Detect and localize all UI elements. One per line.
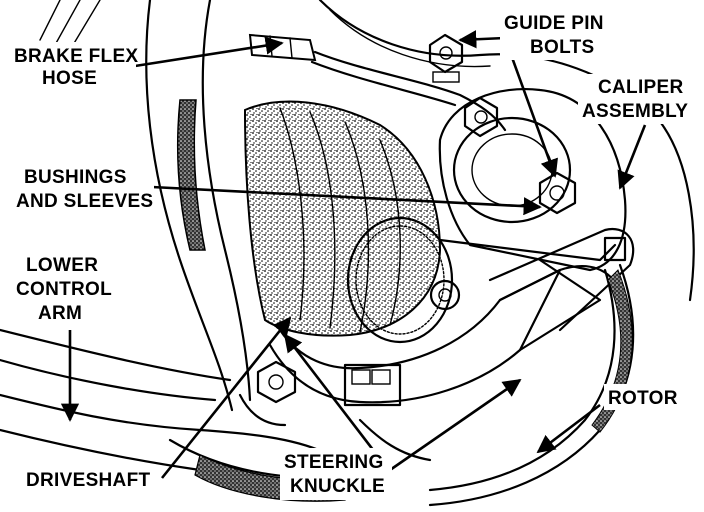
label-brake-flex-hose: BRAKE FLEX HOSE xyxy=(10,42,138,90)
label-steering-knuckle: STEERING KNUCKLE xyxy=(280,448,392,500)
hub-tone-ring xyxy=(346,216,461,344)
guide-pin-bolt-lower xyxy=(538,171,577,215)
label-brake-flex-hose-line1: BRAKE FLEX xyxy=(14,46,138,67)
leader-steering-knuckle-1 xyxy=(389,378,522,472)
lower-control-arm xyxy=(0,99,346,502)
bleeder-bolt xyxy=(463,96,499,138)
label-guide-pin-line1: GUIDE PIN xyxy=(504,13,604,34)
leader-rotor xyxy=(536,403,601,454)
label-guide-pin-line2: BOLTS xyxy=(530,37,594,58)
label-lca-line2: CONTROL xyxy=(16,279,112,300)
body-sheetmetal xyxy=(39,0,695,412)
label-rotor: ROTOR xyxy=(604,384,684,410)
label-driveshaft-line1: DRIVESHAFT xyxy=(26,470,150,491)
leader-guide-pin-lower xyxy=(503,37,558,178)
leader-brake-flex-hose xyxy=(134,36,284,68)
label-guide-pin-bolts: GUIDE PIN BOLTS xyxy=(500,10,612,60)
label-steering-line1: STEERING xyxy=(284,452,384,473)
label-bushings-sleeves: BUSHINGS AND SLEEVES xyxy=(12,164,154,214)
label-lca-line3: ARM xyxy=(38,303,82,324)
label-lca-line1: LOWER xyxy=(26,255,98,276)
guide-pin-bolt-upper xyxy=(428,33,464,83)
leader-guide-pin-upper xyxy=(458,30,506,49)
label-rotor-line1: ROTOR xyxy=(608,388,678,409)
label-brake-flex-hose-line2: HOSE xyxy=(42,68,97,89)
label-bushings-line2: AND SLEEVES xyxy=(16,191,153,212)
knuckle-bolt xyxy=(238,360,297,427)
driveshaft-boot xyxy=(243,100,442,337)
label-caliper-assembly: CALIPER ASSEMBLY xyxy=(578,74,696,124)
label-steering-line2: KNUCKLE xyxy=(290,476,385,497)
label-caliper-line1: CALIPER xyxy=(598,77,684,98)
label-caliper-line2: ASSEMBLY xyxy=(582,101,688,122)
steering-knuckle xyxy=(268,227,635,462)
leader-caliper-assembly xyxy=(617,124,647,190)
leader-bushings xyxy=(151,185,542,216)
leader-driveshaft xyxy=(160,316,292,479)
label-bushings-line1: BUSHINGS xyxy=(24,167,127,188)
label-driveshaft: DRIVESHAFT xyxy=(22,466,156,492)
label-lower-control-arm: LOWER CONTROL ARM xyxy=(14,252,118,326)
